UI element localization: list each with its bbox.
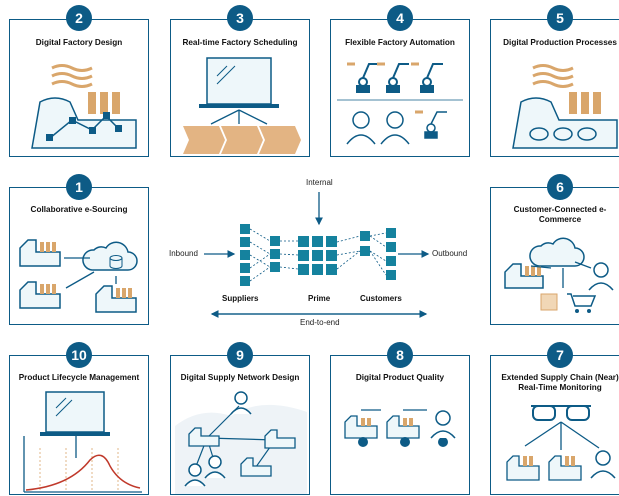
card-extended-supply-chain-monitoring: Extended Supply Chain (Near) Real-Time M… — [490, 355, 619, 495]
badge-5: 5 — [547, 5, 573, 31]
card-customer-connected-e-commerce: Customer-Connected e-Commerce — [490, 187, 619, 325]
end-to-end-label: End-to-end — [300, 318, 340, 327]
suppliers-label: Suppliers — [222, 294, 259, 303]
inbound-label: Inbound — [169, 249, 198, 258]
card-title: Digital Production Processes — [503, 38, 617, 47]
customers-label: Customers — [360, 294, 402, 303]
outbound-label: Outbound — [432, 249, 468, 258]
internal-label: Internal — [306, 178, 333, 187]
lifecycle-chart-icon — [23, 391, 142, 493]
supply-network-center: Internal Inbound Outbound Suppliers Prim… — [160, 176, 490, 327]
card-title: Real-time Factory Scheduling — [182, 38, 298, 47]
monitoring-glasses-icon — [506, 405, 616, 481]
e-commerce-icon — [504, 237, 614, 313]
robot-arms-icon — [337, 62, 463, 145]
card-title: Digital Product Quality — [355, 373, 445, 382]
prime-label: Prime — [308, 294, 331, 303]
card-flexible-factory-automation: Flexible Factory Automation — [330, 19, 470, 157]
factory-icon — [31, 64, 137, 149]
badge-6: 6 — [547, 174, 573, 200]
supply-network-map-icon — [175, 391, 307, 494]
card-title: Collaborative e-Sourcing — [30, 205, 128, 214]
card-title: Flexible Factory Automation — [345, 38, 455, 47]
badge-8: 8 — [387, 342, 413, 368]
card-digital-production-processes: Digital Production Processes — [490, 19, 619, 157]
card-title: Digital Supply Network Design — [180, 373, 300, 382]
badge-3: 3 — [227, 5, 253, 31]
card-digital-product-quality: Digital Product Quality — [330, 355, 470, 495]
card-real-time-factory-scheduling: Real-time Factory Scheduling — [170, 19, 310, 157]
e-sourcing-icon — [19, 239, 138, 313]
badge-1: 1 — [66, 174, 92, 200]
network-diagram — [204, 192, 430, 318]
badge-2: 2 — [66, 5, 92, 31]
product-quality-icon — [344, 409, 456, 447]
card-collaborative-e-sourcing: Collaborative e-Sourcing — [9, 187, 149, 325]
card-title: Customer-Connected e-Commerce — [513, 205, 607, 224]
card-product-lifecycle-management: Product Lifecycle Management — [9, 355, 149, 495]
badge-9: 9 — [227, 342, 253, 368]
badge-7: 7 — [547, 342, 573, 368]
card-title: Extended Supply Chain (Near) Real-Time M… — [501, 373, 619, 392]
laptop-scheduling-icon — [183, 57, 301, 154]
badge-4: 4 — [387, 5, 413, 31]
card-title: Digital Factory Design — [35, 38, 123, 47]
card-digital-supply-network-design: Digital Supply Network Design — [170, 355, 310, 495]
card-digital-factory-design: Digital Factory Design — [9, 19, 149, 157]
production-factory-icon — [512, 64, 618, 149]
card-title: Product Lifecycle Management — [18, 373, 140, 382]
badge-10: 10 — [66, 342, 92, 368]
